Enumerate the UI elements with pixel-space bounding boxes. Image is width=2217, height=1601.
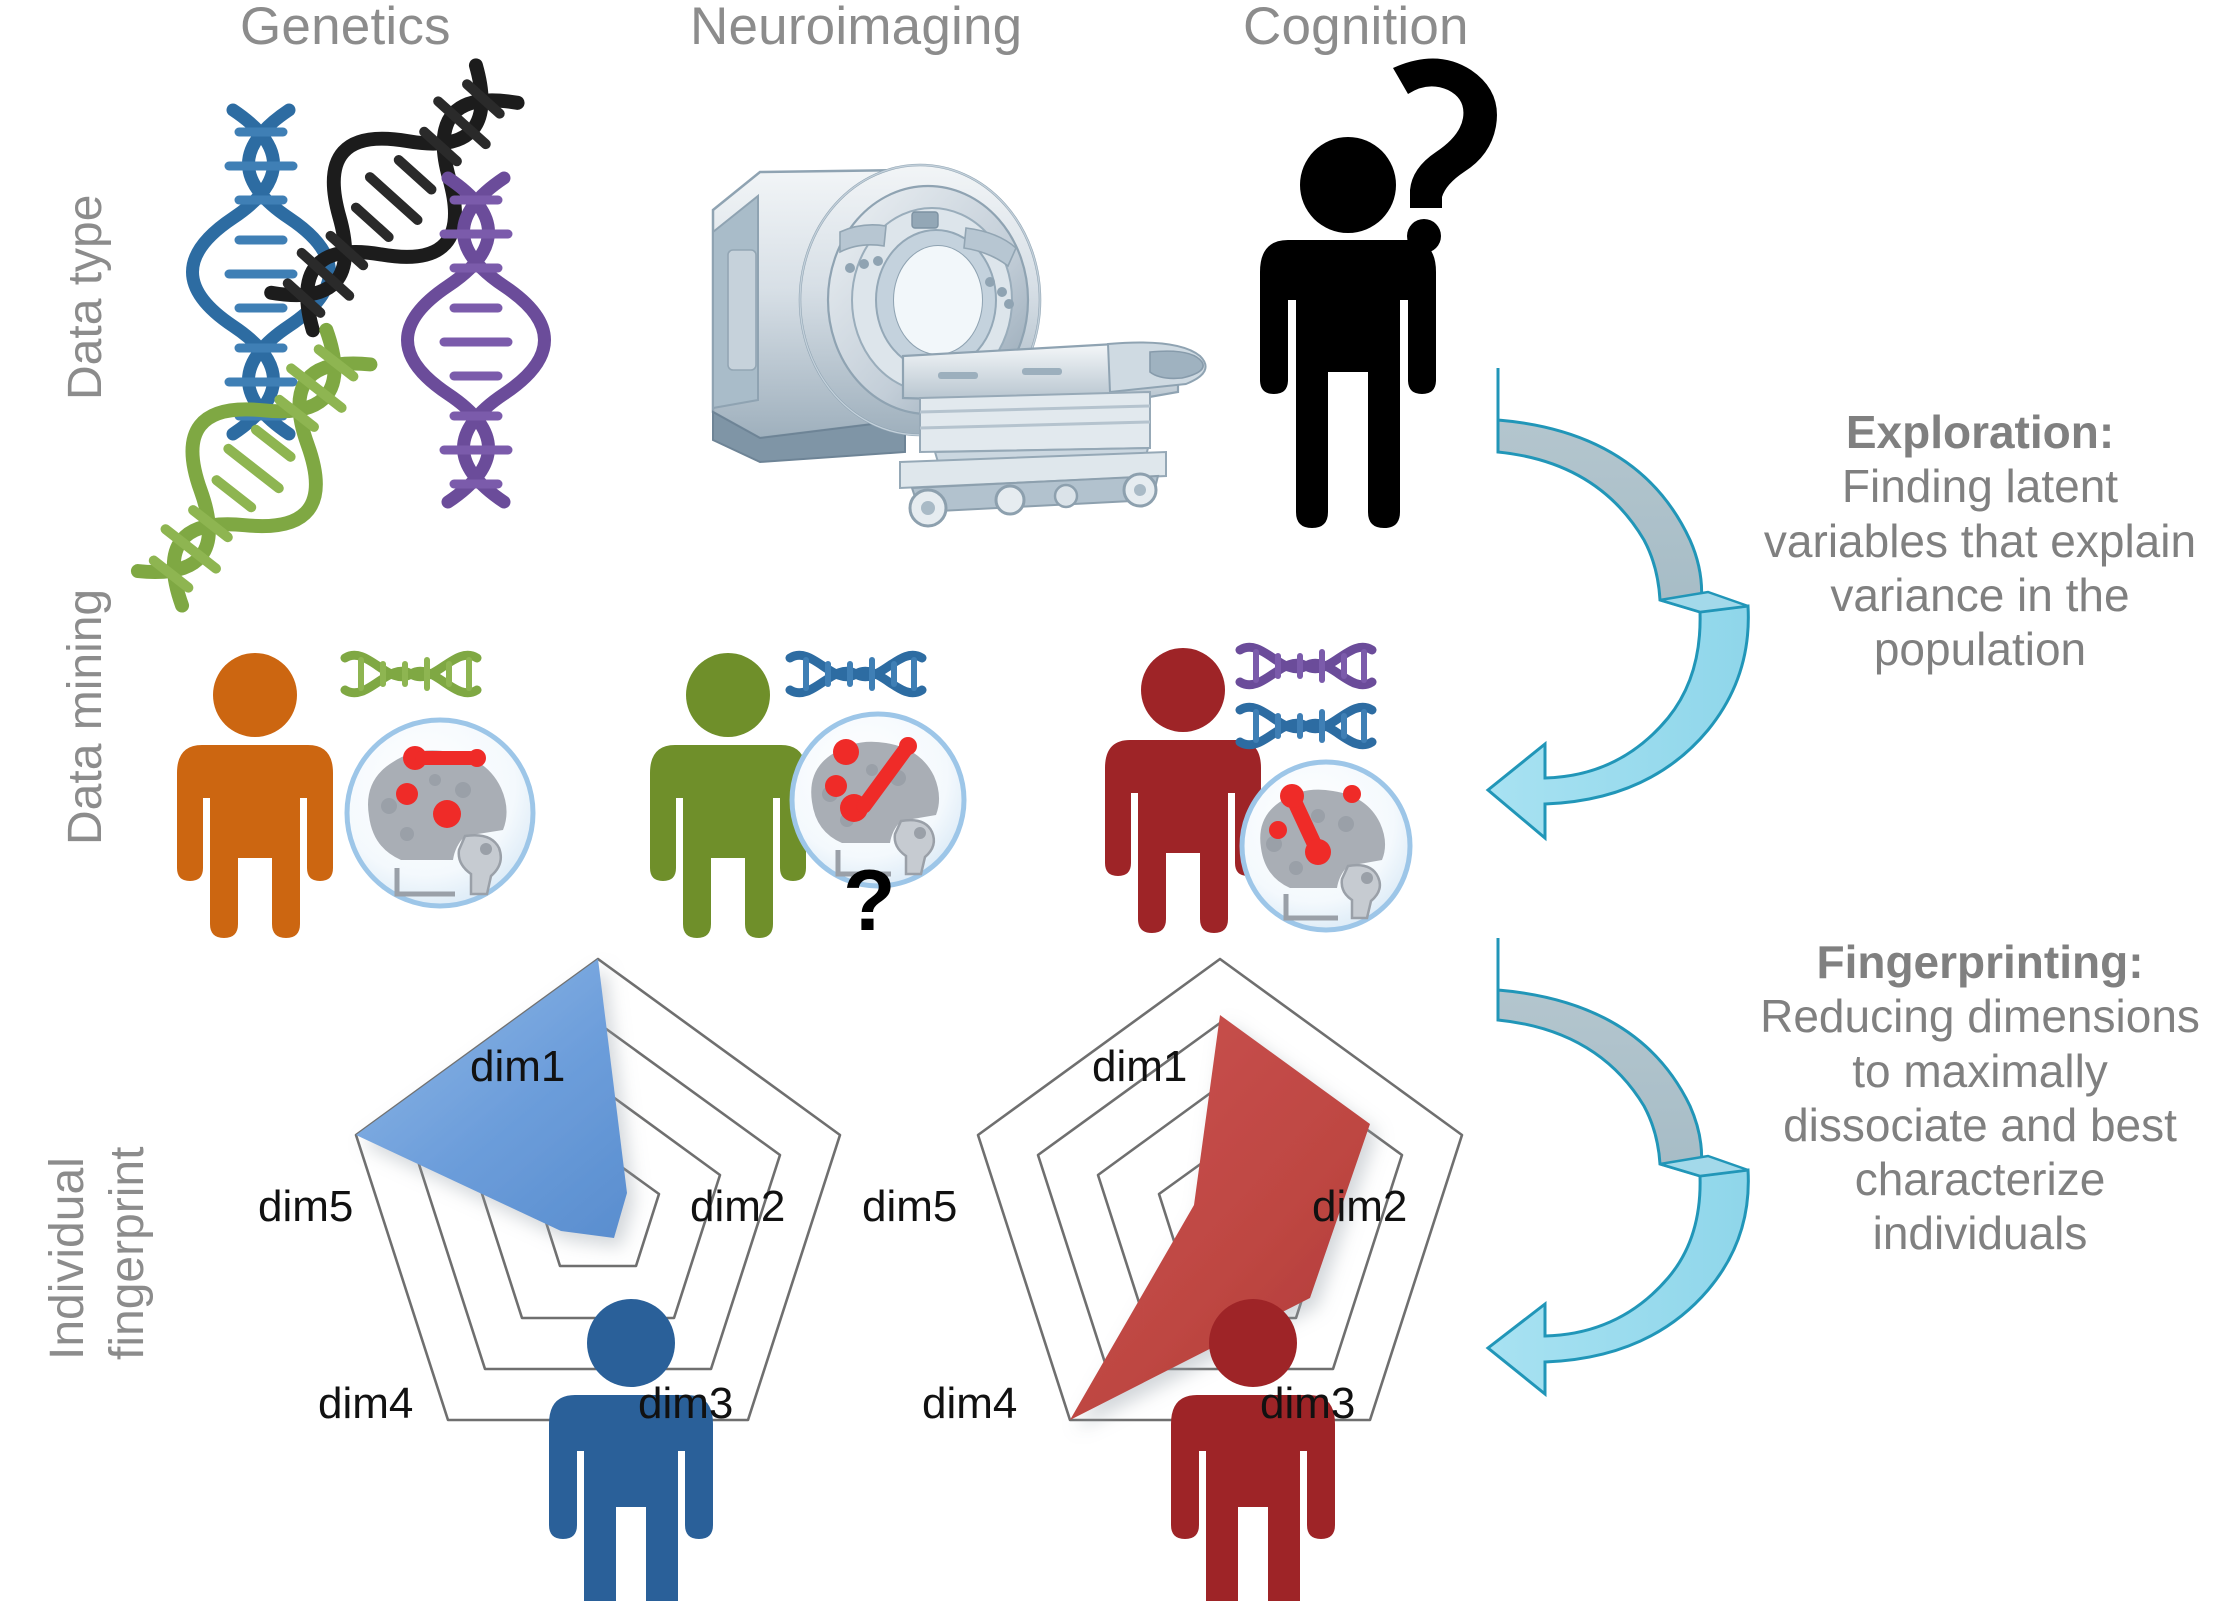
radar-blue-label-dim1: dim1 [470,1042,566,1091]
row-label-individual-fingerprint-line2: fingerprint [101,1146,154,1360]
radar-red-label-dim4: dim4 [922,1379,1018,1428]
radar-blue-label-dim2: dim2 [690,1182,786,1231]
dna-helix-purple-icon [401,171,551,509]
radar-red-label-dim3: dim3 [1260,1379,1356,1428]
data-mining-subject-green: ? [650,650,967,949]
radar-blue-label-dim5: dim5 [258,1182,354,1231]
dna-helix-green-icon [130,322,378,613]
radar-red-label-dim2: dim2 [1312,1182,1408,1231]
row-label-data-type: Data type [59,194,112,400]
annotation-exploration-lead: Exploration: [1845,406,2115,458]
dna-helix-black-icon [264,58,525,338]
brain-activation-icon [1239,759,1413,933]
data-mining-subject-red [1105,642,1413,933]
radar-chart-blue [354,957,842,1601]
person-red-icon [1171,1299,1335,1601]
data-mining-subject-orange [177,650,536,938]
radar-chart-red [976,957,1464,1601]
dna-strand-green-icon [340,650,482,698]
brain-activation-icon [789,711,967,889]
column-header-cognition: Cognition [1243,0,1469,56]
dna-strand-blue-icon [1235,702,1377,750]
annotation-exploration: Exploration: Finding latent variables th… [1745,405,2215,676]
mri-scanner-icon [711,163,1207,528]
annotation-fingerprinting-lead: Fingerprinting: [1816,936,2144,988]
radar-blue-label-dim3: dim3 [638,1379,734,1428]
annotation-exploration-body: Finding latent variables that explain va… [1763,460,2197,676]
radar-blue-label-dim4: dim4 [318,1379,414,1428]
dna-helix-cluster-icon [130,58,551,613]
question-mark-icon [1393,58,1497,253]
person-green-icon [650,653,806,938]
dna-strand-purple-icon [1235,642,1377,690]
person-black-icon [1260,137,1436,528]
brain-activation-icon [344,717,536,909]
dna-helix-blue-icon [186,103,336,441]
person-with-question-mark-icon [1260,58,1497,528]
person-red-icon [1105,648,1261,933]
radar-series-blue [356,959,627,1238]
dna-strand-blue-icon [785,650,927,698]
column-header-genetics: Genetics [240,0,451,56]
annotation-fingerprinting-body: Reducing dimensions to maximally dissoci… [1760,990,2200,1260]
arrow-exploration-icon [1485,368,1750,842]
row-label-data-mining: Data mining [59,588,112,845]
row-label-individual-fingerprint-line1: Individual [41,1157,94,1360]
question-mark-icon: ? [843,853,896,949]
person-blue-icon [549,1299,713,1601]
annotation-fingerprinting: Fingerprinting: Reducing dimensions to m… [1745,935,2215,1261]
person-orange-icon [177,653,333,938]
radar-red-label-dim5: dim5 [862,1182,958,1231]
radar-red-label-dim1: dim1 [1092,1042,1188,1091]
column-header-neuroimaging: Neuroimaging [690,0,1023,56]
arrow-fingerprinting-icon [1485,938,1750,1398]
